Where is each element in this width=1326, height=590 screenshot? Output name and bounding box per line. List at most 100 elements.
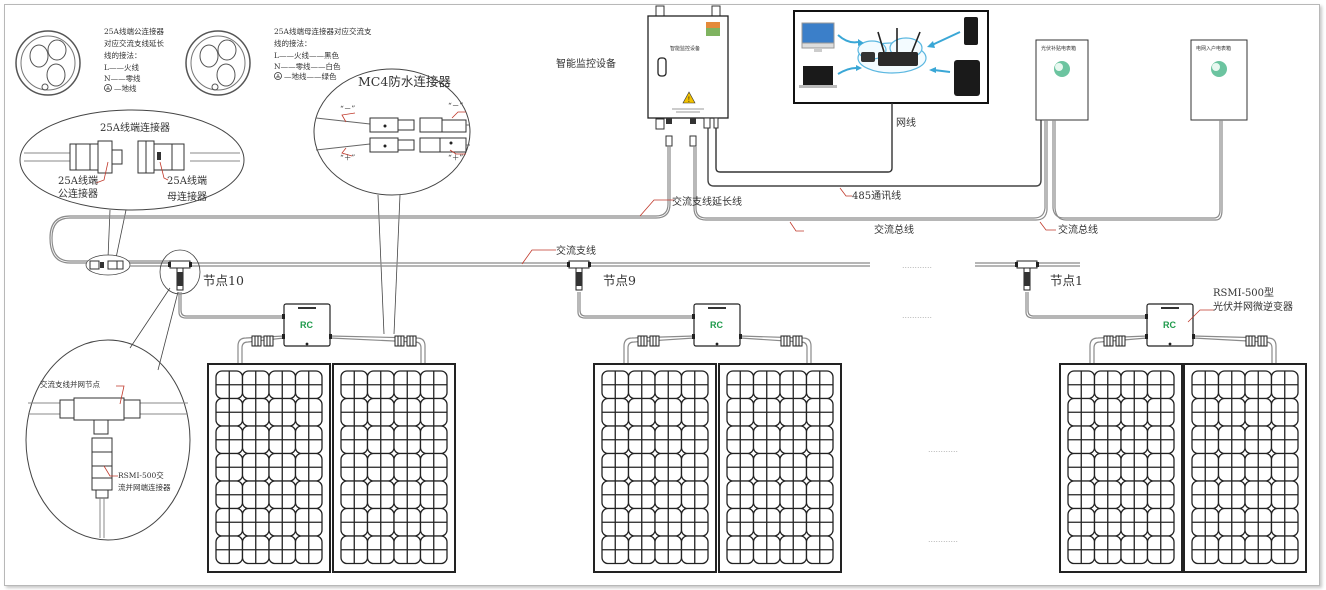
solar-cell bbox=[393, 425, 422, 455]
solar-cell bbox=[294, 370, 323, 400]
solar-cell bbox=[393, 452, 422, 482]
solar-cell bbox=[1120, 425, 1149, 455]
drop-cable bbox=[1025, 292, 1147, 319]
pinout-face-icon bbox=[15, 30, 81, 96]
solar-cell bbox=[393, 397, 422, 427]
female-pinout-title-2: 线的接法： bbox=[274, 38, 312, 48]
solar-cell bbox=[752, 370, 781, 400]
solar-cell bbox=[680, 370, 709, 400]
solar-cell bbox=[726, 425, 755, 455]
solar-cell bbox=[779, 370, 808, 400]
solar-cell bbox=[680, 397, 709, 427]
solar-panel-4 bbox=[718, 363, 842, 573]
solar-cell bbox=[1191, 507, 1220, 537]
female-pinout-line-l: L——火线——黑色 bbox=[274, 50, 339, 60]
tee-connector-icon bbox=[168, 260, 192, 291]
solar-cell bbox=[1093, 480, 1122, 510]
grid-logo-icon bbox=[1211, 61, 1227, 77]
solar-cell bbox=[1244, 507, 1273, 537]
female-pinout-line-n: N——零线——白色 bbox=[274, 61, 341, 71]
solar-cell bbox=[779, 397, 808, 427]
solar-cell bbox=[419, 370, 448, 400]
solar-cell bbox=[1244, 535, 1273, 565]
solar-cell bbox=[680, 535, 709, 565]
female-connector-pinout: 25A线端母连接器对应交流支 线的接法： L——火线——黑色 N——零线——白色… bbox=[185, 26, 372, 96]
female-pinout-line-ground: —地线——绿色 bbox=[284, 71, 337, 81]
tee-connector-icon bbox=[567, 260, 591, 291]
solar-cell bbox=[726, 452, 755, 482]
solar-cell bbox=[680, 507, 709, 537]
solar-panel-1 bbox=[207, 363, 331, 573]
connector-25a-title: 25A线端连接器 bbox=[100, 121, 170, 134]
monitor-box-label: 智能监控设备 bbox=[670, 45, 700, 52]
solar-panel-5 bbox=[1059, 363, 1183, 573]
solar-cell bbox=[215, 425, 244, 455]
solar-cell bbox=[340, 397, 369, 427]
solar-cell bbox=[654, 452, 683, 482]
tee-node-label: 交流支线并网节点 bbox=[40, 379, 100, 389]
solar-cell bbox=[1093, 397, 1122, 427]
solar-cell bbox=[1244, 452, 1273, 482]
solar-cell bbox=[366, 370, 395, 400]
mc4-plug-icon bbox=[649, 335, 660, 347]
ac-branch-label: 交流支线 bbox=[556, 244, 596, 257]
male-pinout-line-l: L——火线 bbox=[104, 62, 139, 72]
solar-cell bbox=[419, 480, 448, 510]
inverter-logo: RC bbox=[1163, 320, 1176, 330]
solar-cell bbox=[1217, 370, 1246, 400]
pv-meter-label: 光伏补贴电表箱 bbox=[1041, 45, 1076, 52]
mc4-minus-left: “－” bbox=[340, 104, 355, 113]
solar-cell bbox=[601, 480, 630, 510]
male-connector-label-2: 公连接器 bbox=[58, 187, 98, 200]
ground-icon bbox=[274, 72, 282, 80]
solar-cell bbox=[779, 507, 808, 537]
solar-cell bbox=[1270, 480, 1299, 510]
mc4-title: MC4防水连接器 bbox=[358, 74, 451, 89]
solar-cell bbox=[241, 452, 270, 482]
micro-inverter-2: RC bbox=[623, 303, 812, 364]
solar-cell bbox=[294, 507, 323, 537]
inverter-logo: RC bbox=[710, 320, 723, 330]
mc4-minus-right: “－” bbox=[448, 101, 463, 110]
node-1-label: 节点1 bbox=[1050, 273, 1083, 288]
solar-cell bbox=[241, 370, 270, 400]
solar-cell bbox=[1146, 535, 1175, 565]
solar-cell bbox=[627, 397, 656, 427]
warning-icon: ! bbox=[682, 91, 696, 104]
solar-cell bbox=[601, 535, 630, 565]
solar-cell bbox=[268, 535, 297, 565]
ac-bus-cable bbox=[693, 120, 1223, 221]
solar-cell bbox=[215, 370, 244, 400]
mc4-plug-icon bbox=[406, 335, 417, 347]
solar-cell bbox=[1244, 397, 1273, 427]
connector-25a-location bbox=[85, 254, 131, 276]
plug-label-2: 流并网端连接器 bbox=[118, 482, 171, 492]
solar-cell bbox=[1067, 480, 1096, 510]
solar-cell bbox=[340, 535, 369, 565]
ellipsis-bus: ………… bbox=[902, 261, 932, 270]
solar-cell bbox=[627, 425, 656, 455]
solar-cell bbox=[1270, 535, 1299, 565]
solar-cell bbox=[752, 397, 781, 427]
female-connector-label-2: 母连接器 bbox=[167, 190, 207, 203]
solar-cell bbox=[680, 425, 709, 455]
micro-inverter-1: RC bbox=[237, 303, 426, 364]
grid-node-1 bbox=[1015, 260, 1147, 319]
solar-cell bbox=[1191, 480, 1220, 510]
solar-cell bbox=[805, 452, 834, 482]
solar-cell bbox=[1146, 507, 1175, 537]
inverter-label-1: RSMI-500型 bbox=[1213, 286, 1274, 299]
connector-25a-callout: 25A线端连接器 25A线端 公连接器 25A线端 母连接器 bbox=[19, 109, 245, 259]
mc4-female-pair-icon bbox=[419, 117, 467, 153]
solar-cell bbox=[393, 480, 422, 510]
solar-cell bbox=[726, 535, 755, 565]
svg-text:!: ! bbox=[688, 96, 691, 104]
solar-cell bbox=[340, 507, 369, 537]
solar-cell bbox=[268, 507, 297, 537]
mc4-plug-icon bbox=[1257, 335, 1268, 347]
node-10-highlight bbox=[159, 249, 201, 295]
laptop-icon bbox=[799, 66, 837, 88]
mc4-plug-icon bbox=[394, 335, 405, 347]
solar-cell bbox=[1217, 425, 1246, 455]
solar-cell bbox=[1093, 452, 1122, 482]
